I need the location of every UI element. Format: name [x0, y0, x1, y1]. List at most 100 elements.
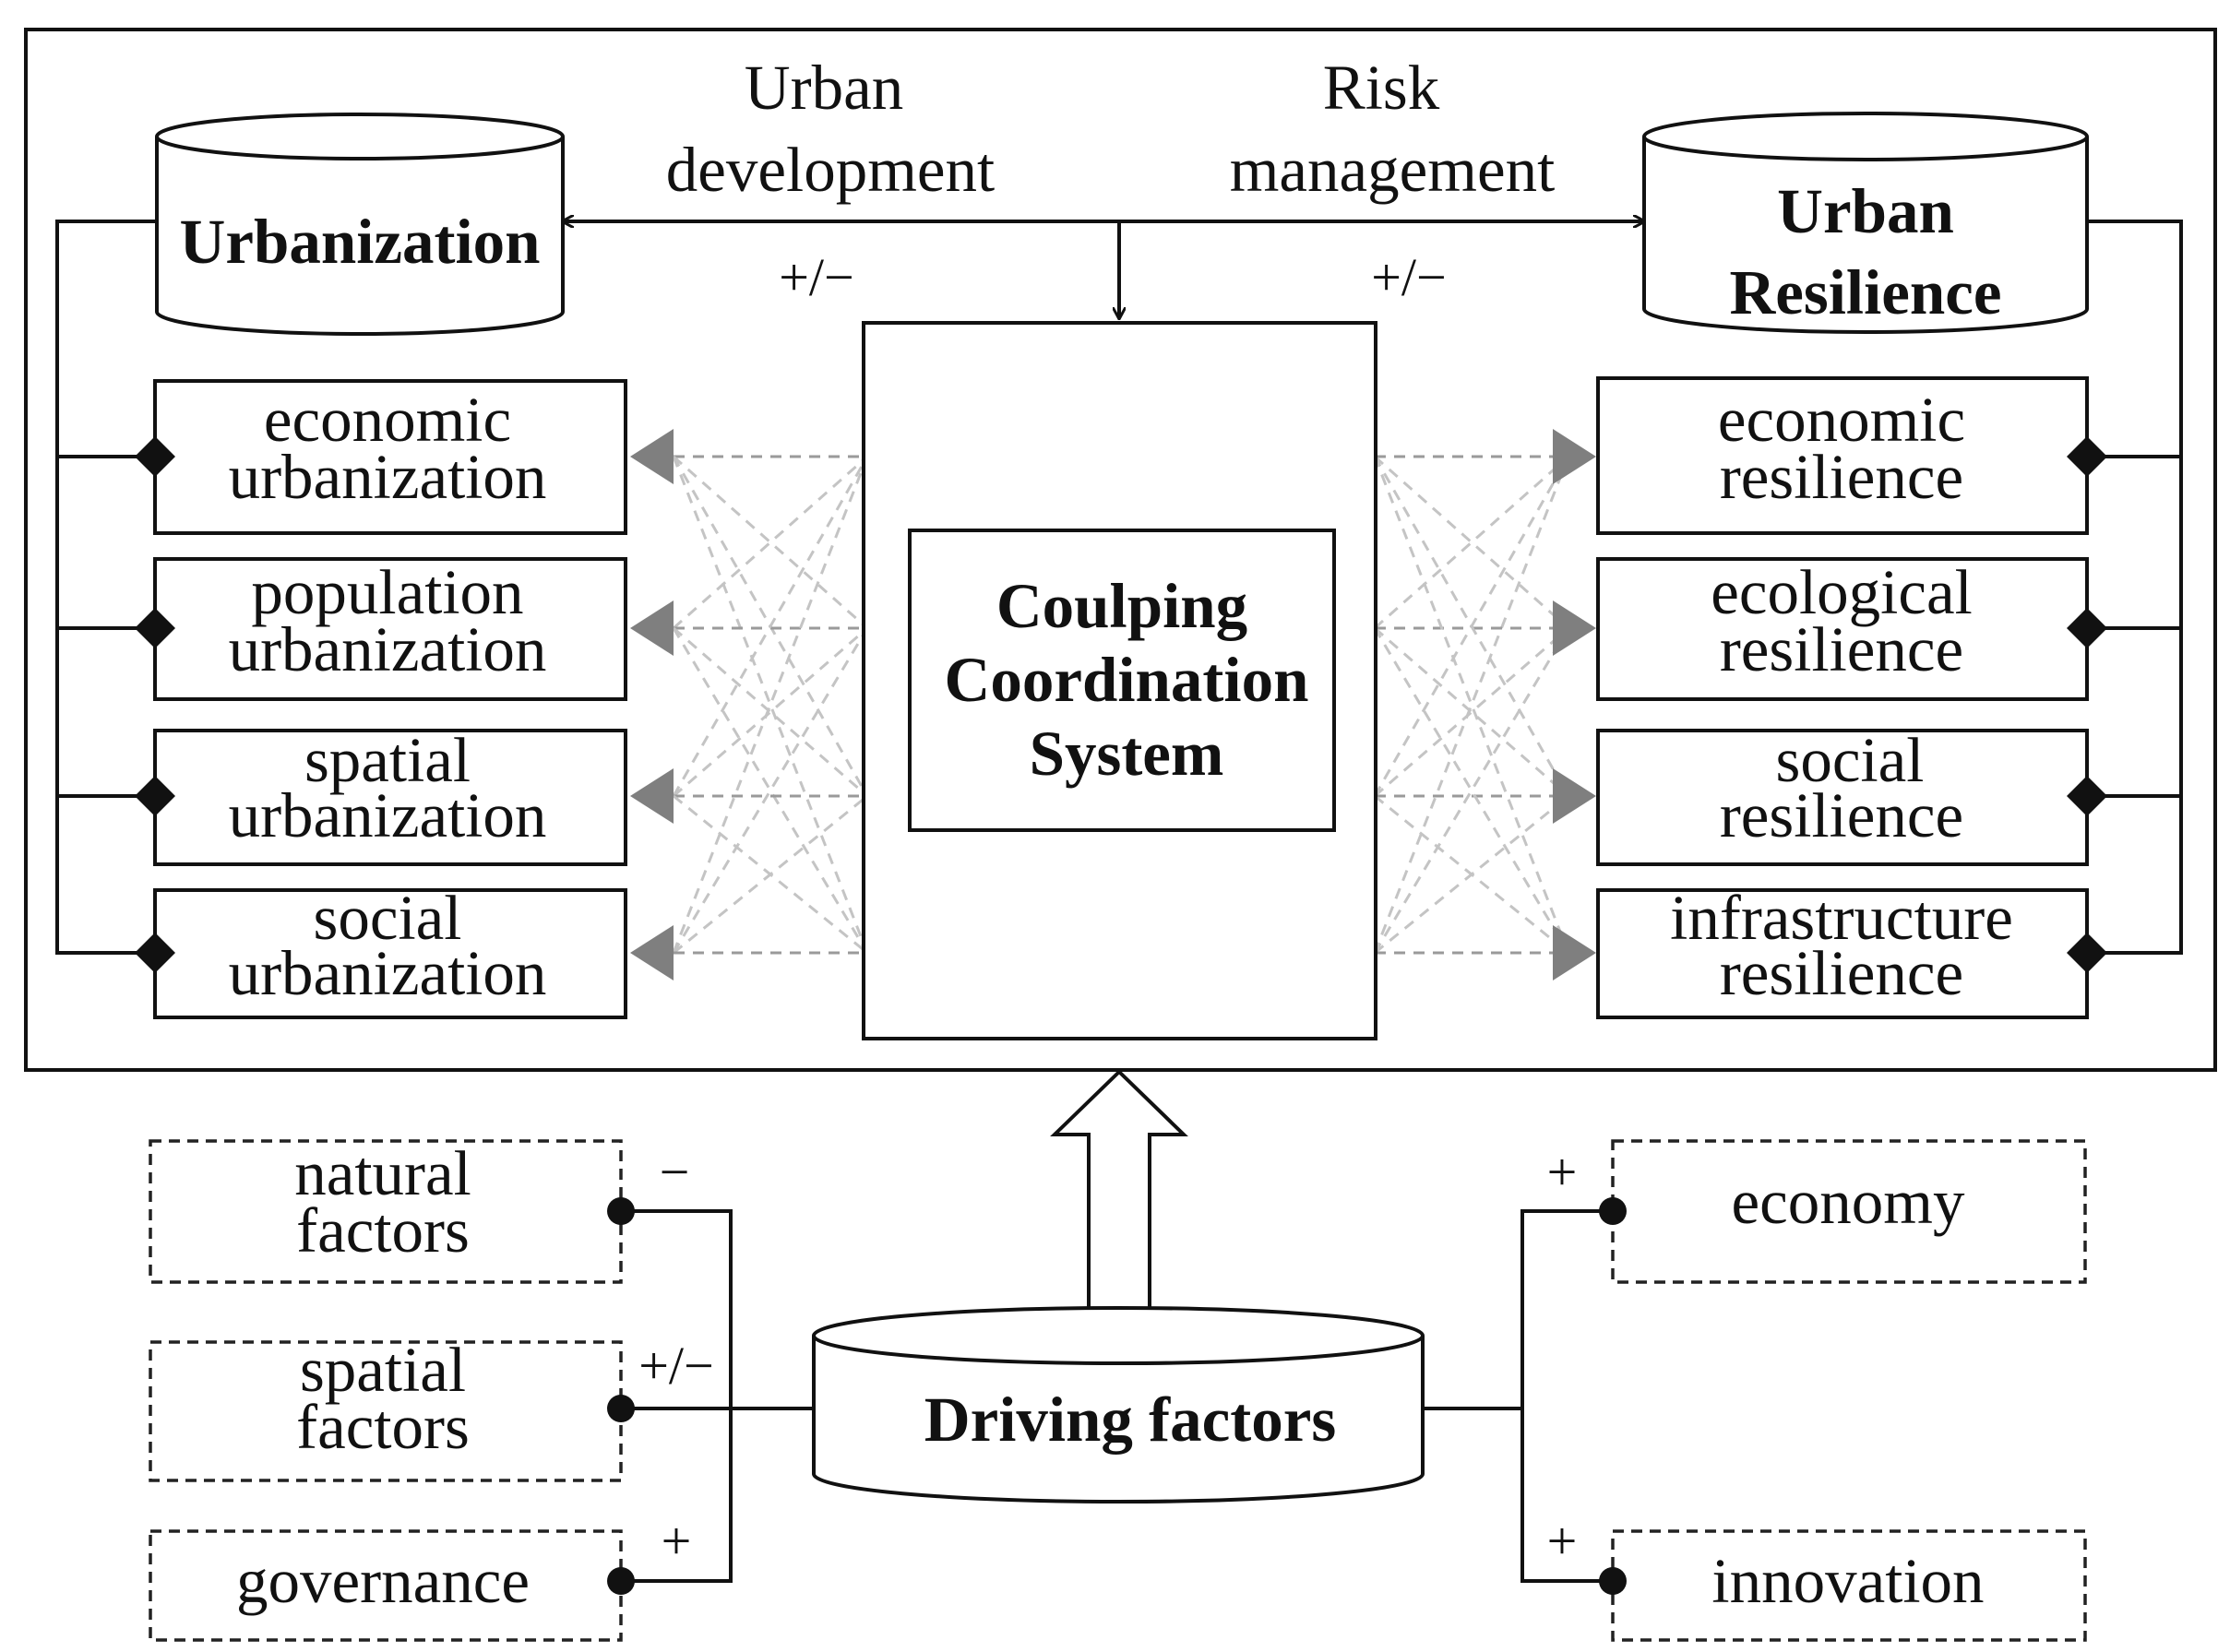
resilience-item-ecological-line1: ecological — [1711, 557, 1973, 627]
risk-management-label-2: management — [1230, 135, 1556, 205]
risk-management-label-1: Risk — [1323, 53, 1440, 123]
driving-factors-cylinder: Driving factors — [812, 1306, 1425, 1503]
factor-innovation-line1: innovation — [1711, 1546, 1984, 1616]
arrowhead-left — [630, 429, 674, 484]
left-factor-bracket — [621, 1209, 733, 1583]
resilience-item-economic-line2: resilience — [1720, 442, 1963, 512]
urbanization-item-economic: economic urbanization — [153, 379, 627, 535]
resilience-item-infrastructure: infrastructure resilience — [1596, 883, 2089, 1019]
dashed-connections — [672, 455, 1570, 955]
dashed-line-right — [1373, 456, 1570, 797]
diamond-right-1 — [2067, 436, 2107, 477]
dashed-line-left — [673, 455, 868, 630]
urbanization-item-spatial: spatial urbanization — [153, 725, 627, 866]
dashed-line-right — [1374, 455, 1569, 630]
factor-natural-line1: natural — [294, 1138, 471, 1208]
diamond-left-4 — [135, 933, 175, 973]
urban-development-label-1: Urban — [745, 53, 903, 123]
sign-innovation: + — [1547, 1511, 1578, 1571]
urbanization-label: Urbanization — [179, 207, 540, 277]
sign-economy: + — [1547, 1142, 1578, 1202]
diamond-right-4 — [2067, 933, 2107, 973]
urbanization-item-social-line2: urbanization — [229, 938, 547, 1008]
diamond-right-2 — [2067, 608, 2107, 648]
factor-innovation: innovation — [1611, 1529, 2087, 1642]
arrowhead-right — [1553, 600, 1596, 656]
dashed-line-left — [672, 627, 869, 954]
urbanization-item-population-line2: urbanization — [229, 614, 547, 684]
factor-governance: governance — [149, 1529, 623, 1642]
diamond-left-2 — [135, 608, 175, 648]
urbanization-item-population: population urbanization — [153, 557, 627, 701]
arrowhead-right — [1553, 429, 1596, 484]
dot-governance — [607, 1567, 635, 1595]
dashed-line-left — [673, 455, 868, 630]
arrowhead-right — [1553, 768, 1596, 824]
resilience-item-ecological: ecological resilience — [1596, 557, 2089, 701]
factor-natural-line2: factors — [296, 1195, 470, 1266]
dot-natural — [607, 1197, 635, 1225]
urban-development-label-2: development — [666, 135, 995, 205]
dot-innovation — [1599, 1567, 1627, 1595]
urbanization-item-spatial-line2: urbanization — [229, 780, 547, 850]
coupling-title-line2: Coordination — [945, 645, 1309, 715]
diamond-left-1 — [135, 436, 175, 477]
arrowhead-left — [630, 925, 674, 981]
coupling-title-line3: System — [1030, 719, 1224, 789]
dashed-line-left — [673, 626, 868, 798]
resilience-item-infrastructure-line1: infrastructure — [1670, 883, 2013, 953]
resilience-item-social-line2: resilience — [1720, 780, 1963, 850]
dashed-line-left — [673, 794, 868, 955]
dashed-line-right — [1374, 794, 1569, 955]
arrowhead-right — [1553, 925, 1596, 981]
coupling-title-line1: Coulping — [996, 571, 1247, 641]
urbanization-item-social-line1: social — [314, 883, 462, 953]
dashed-line-right — [1373, 627, 1570, 954]
urbanization-item-social: social urbanization — [153, 883, 627, 1019]
sign-right: +/− — [1371, 247, 1447, 307]
dot-economy — [1599, 1197, 1627, 1225]
sign-spatial: +/− — [638, 1336, 714, 1396]
resilience-item-infrastructure-line2: resilience — [1720, 938, 1963, 1008]
arrowhead-left — [630, 768, 674, 824]
dashed-line-right — [1374, 455, 1569, 630]
urbanization-item-economic-line2: urbanization — [229, 442, 547, 512]
factor-economy-line1: economy — [1732, 1167, 1965, 1237]
sign-left: +/− — [779, 247, 854, 307]
dashed-line-right — [1373, 627, 1570, 954]
sign-governance: + — [662, 1511, 692, 1571]
factor-spatial-line1: spatial — [300, 1335, 466, 1405]
dashed-line-left — [672, 627, 869, 954]
factor-governance-line1: governance — [236, 1546, 530, 1616]
dashed-line-left — [672, 456, 869, 797]
gray-arrowheads — [630, 429, 1596, 981]
urban-resilience-label-1: Urban — [1777, 176, 1954, 246]
right-factor-bracket — [1520, 1209, 1613, 1583]
dashed-line-right — [1374, 626, 1569, 798]
dot-spatial — [607, 1395, 635, 1422]
resilience-item-ecological-line2: resilience — [1720, 614, 1963, 684]
coupling-inner-box — [908, 529, 1336, 832]
resilience-item-economic: economic resilience — [1596, 376, 2089, 535]
dashed-line-left — [673, 626, 868, 798]
urbanization-bus-line — [55, 220, 161, 955]
sign-natural: − — [660, 1142, 690, 1202]
factor-natural: natural factors — [149, 1138, 623, 1284]
factor-economy: economy — [1611, 1139, 2087, 1284]
urban-resilience-label-2: Resilience — [1729, 257, 2001, 327]
urbanization-item-economic-line1: economic — [264, 385, 511, 455]
resilience-item-social-line1: social — [1776, 725, 1925, 795]
urbanization-item-spatial-line1: spatial — [304, 725, 471, 795]
resilience-item-social: social resilience — [1596, 725, 2089, 866]
dashed-line-right — [1374, 626, 1569, 798]
driving-to-system-arrow — [1050, 1069, 1188, 1317]
factor-spatial-line2: factors — [296, 1392, 470, 1462]
arrowhead-left — [630, 600, 674, 656]
resilience-item-economic-line1: economic — [1718, 385, 1965, 455]
urbanization-item-population-line1: population — [251, 557, 523, 627]
driving-factors-label: Driving factors — [924, 1385, 1336, 1455]
factor-spatial: spatial factors — [149, 1335, 623, 1482]
resilience-bus-line — [2081, 220, 2183, 955]
diamond-right-3 — [2067, 776, 2107, 816]
